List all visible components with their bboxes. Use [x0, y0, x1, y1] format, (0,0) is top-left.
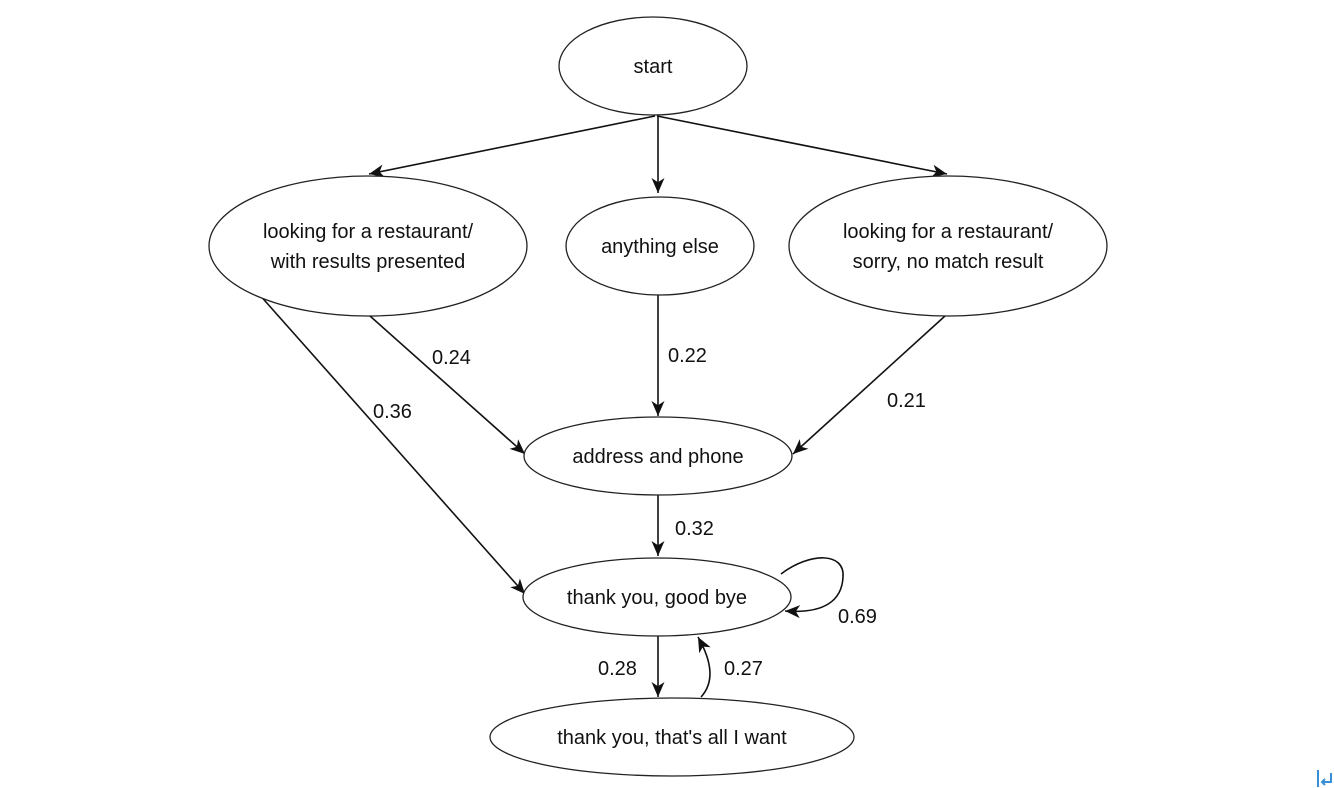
- node-label-start: start: [634, 56, 673, 78]
- edge-line-start-to-nomatch: [656, 115, 948, 175]
- arrowhead-results-to-address: [509, 439, 525, 454]
- edge-address-to-bye: [651, 495, 665, 556]
- edge-results-to-bye: [257, 292, 526, 595]
- node-ellipse-anything-else: [565, 196, 755, 296]
- node-ellipse-start: [558, 16, 748, 116]
- edge-label-address-to-bye: 0.32: [675, 518, 714, 540]
- node-label-address-phone: address and phone: [572, 446, 743, 468]
- edges: [257, 115, 948, 698]
- node-ellipse-restaurant-results: [208, 175, 528, 317]
- edge-line-bye-self-loop: [780, 557, 844, 613]
- node-label-restaurant-results-line-2: with results presented: [270, 251, 466, 273]
- node-address-phone: address and phone: [523, 416, 793, 496]
- return-arrow-icon: [1317, 770, 1332, 787]
- edge-line-nomatch-to-address: [792, 315, 946, 455]
- edge-all-to-bye: [697, 636, 711, 698]
- node-ellipse-address-phone: [523, 416, 793, 496]
- edge-start-to-nomatch: [656, 115, 948, 178]
- arrowhead-anything-to-address: [651, 401, 665, 416]
- node-label-thank-you-bye: thank you, good bye: [567, 587, 747, 609]
- arrowhead-results-to-bye: [510, 578, 525, 594]
- edge-results-to-address: [369, 315, 526, 455]
- node-thank-you-bye: thank you, good bye: [522, 557, 792, 637]
- edge-line-results-to-bye: [257, 292, 526, 595]
- edge-start-to-results: [368, 115, 656, 178]
- edge-label-nomatch-to-address: 0.21: [887, 390, 926, 412]
- edge-label-results-to-bye: 0.36: [373, 401, 412, 423]
- arrowhead-address-to-bye: [651, 541, 665, 556]
- edge-label-all-to-bye: 0.27: [724, 658, 763, 680]
- edge-line-results-to-address: [369, 315, 526, 455]
- node-label-restaurant-no-match-line-2: sorry, no match result: [853, 251, 1044, 273]
- edge-label-anything-to-address: 0.22: [668, 345, 707, 367]
- node-label-thank-you-all: thank you, that's all I want: [557, 727, 787, 749]
- node-ellipse-thank-you-bye: [522, 557, 792, 637]
- node-anything-else: anything else: [565, 196, 755, 296]
- node-restaurant-results: looking for a restaurant/with results pr…: [208, 175, 528, 317]
- nodes: start looking for a restaurant/with resul…: [208, 16, 1108, 777]
- edge-anything-to-address: [651, 295, 665, 416]
- node-label-restaurant-results-line-1: looking for a restaurant/: [263, 221, 474, 243]
- node-restaurant-no-match: looking for a restaurant/sorry, no match…: [788, 175, 1108, 317]
- node-thank-you-all: thank you, that's all I want: [489, 697, 855, 777]
- edge-bye-to-all: [651, 636, 665, 697]
- edge-line-start-to-results: [368, 115, 656, 175]
- edge-label-results-to-address: 0.24: [432, 347, 471, 369]
- arrowhead-start-to-nomatch: [931, 164, 947, 178]
- edge-labels: 0.24 0.36 0.22 0.21 0.32 0.69 0.28 0.27: [373, 345, 926, 680]
- edge-nomatch-to-address: [792, 315, 946, 455]
- edge-label-bye-to-all: 0.28: [598, 658, 637, 680]
- arrowhead-bye-self-loop: [785, 605, 801, 619]
- node-start: start: [558, 16, 748, 116]
- node-ellipse-restaurant-no-match: [788, 175, 1108, 317]
- edge-label-bye-self-loop: 0.69: [838, 606, 877, 628]
- arrowhead-nomatch-to-address: [793, 439, 809, 454]
- edge-start-to-anything: [651, 116, 665, 193]
- edge-bye-self-loop: [780, 557, 844, 619]
- arrowhead-start-to-anything: [651, 178, 665, 193]
- node-label-anything-else: anything else: [601, 236, 719, 258]
- arrowhead-all-to-bye: [698, 637, 711, 654]
- node-label-restaurant-no-match-line-1: looking for a restaurant/: [843, 221, 1054, 243]
- node-ellipse-thank-you-all: [489, 697, 855, 777]
- arrowhead-bye-to-all: [651, 682, 665, 697]
- arrowhead-start-to-results: [369, 164, 385, 178]
